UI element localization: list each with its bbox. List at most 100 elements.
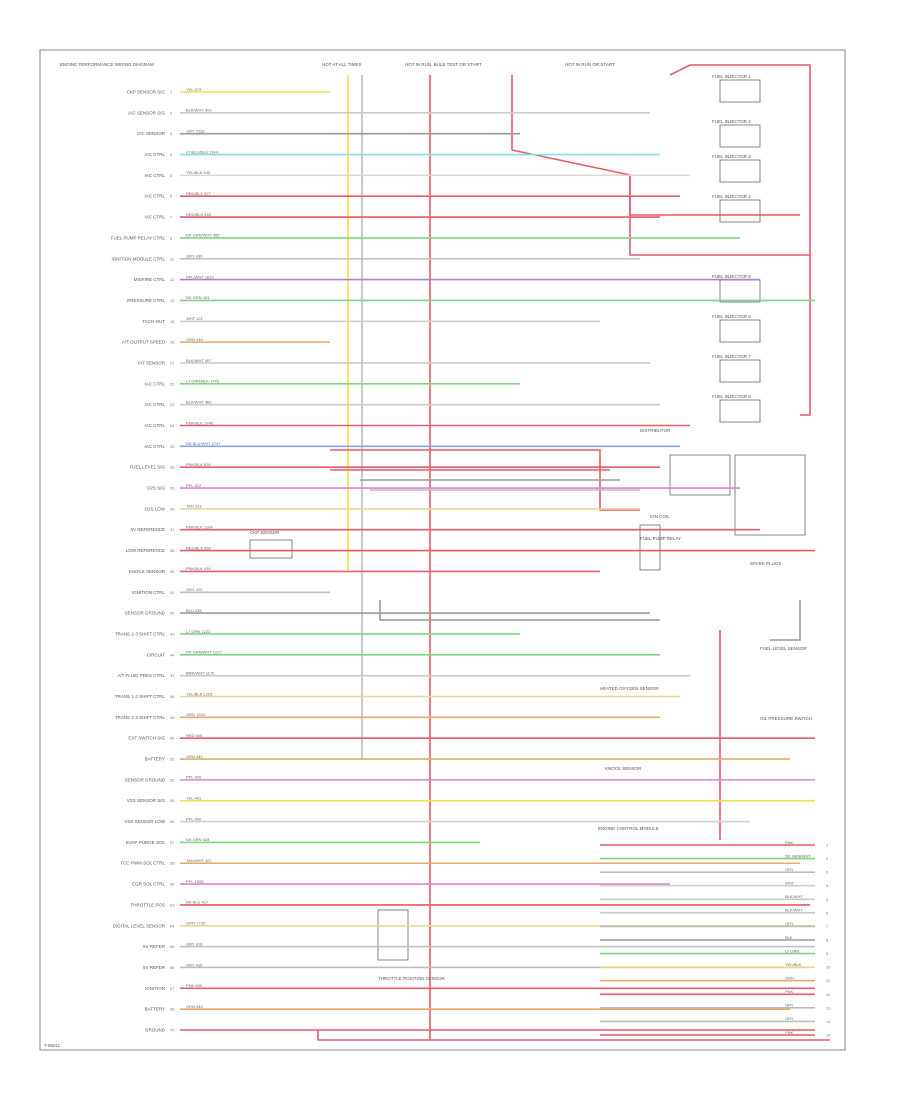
ecm-pin-number: 47: [170, 673, 175, 678]
ecm-wire-tag: DK GRN 424: [186, 295, 210, 300]
ecm-pin-label: TRANS 2-3 SHIFT CTRL: [115, 715, 166, 720]
terminal-wire-tag: ORN: [785, 976, 794, 981]
ecm-wire-tag: LT BLU/BLU 1144: [186, 149, 219, 154]
ecm-pin-label: IGNITION: [145, 986, 165, 991]
ecm-wire-tag: PNK/BLK 439: [186, 566, 211, 571]
terminal-wire-tag: GRY: [785, 1003, 794, 1008]
ecm-pin-number: 68: [170, 1007, 175, 1012]
ecm-wire-tag: BLK/WHT 407: [186, 358, 212, 363]
terminal-number: 2: [826, 856, 829, 861]
ecm-wire-tag: GRY 416: [186, 962, 203, 967]
ecm-pin-label: VSS SENSOR SIG: [127, 798, 166, 803]
injector-label: FUEL INJECTOR 5: [712, 274, 751, 279]
ecm-pin-label: MISFIRE CTRL: [134, 277, 166, 282]
ecm-wire-tag: GRY 420: [186, 587, 203, 592]
ecm-pin-label: CKP SENSOR SIG: [127, 90, 166, 95]
ecm-pin-label: O2S SIG: [147, 486, 166, 491]
ecm-pin-number: 5: [170, 173, 173, 178]
ecm-pin-number: 65: [170, 944, 175, 949]
ecm-pin-label: IAC CTRL: [144, 194, 165, 199]
injector-label: FUEL INJECTOR 3: [712, 154, 751, 159]
spark-plugs-box: [734, 454, 806, 536]
ecm-pin-number: 15: [170, 319, 175, 324]
distributor-box: [669, 454, 731, 496]
right-drop-gray: [770, 600, 801, 641]
ecm-pin-row: A/T FLUID PRES CTRL 47 BRN/WHT 1170: [117, 670, 690, 678]
ign-coil-label: IGN COIL: [650, 514, 670, 519]
ecm-pin-number: 70: [170, 1028, 175, 1033]
ecm-pin-number: 4: [170, 152, 173, 157]
ecm-wire-tag: PPL 400: [186, 816, 202, 821]
ecm-pin-label: DIGITAL LEVEL SENSOR: [113, 923, 166, 928]
ecm-pin-label: 5V REFERENCE: [130, 527, 165, 532]
ecm-pin-number: 25: [170, 444, 175, 449]
ecm-wire-tag: DK GRN/WHT 465: [186, 233, 220, 238]
ecm-wire-tag: YEL/BLK 443: [186, 170, 211, 175]
terminal-wire-tag: GRY: [785, 921, 794, 926]
ecm-pin-number: 3: [170, 131, 173, 136]
ecm-pin-number: 39: [170, 569, 175, 574]
ecm-pin-number: 2: [170, 110, 173, 115]
ecm-pin-label: IAC CTRL: [144, 444, 165, 449]
ecm-wire-tag: ORN 440: [186, 1004, 203, 1009]
terminal-number: 11: [826, 978, 831, 983]
ecm-wire-tag: DK BLU/WHT 1747: [186, 441, 221, 446]
terminal-wire-tag: PNK: [785, 1030, 794, 1035]
ecm-pin-label: FUEL LEVEL SIG: [130, 465, 166, 470]
fuel-pump-label: FUEL PUMP RELAY: [640, 536, 681, 541]
terminal-row: WHT 4: [600, 881, 829, 888]
ecm-wire-tag: PNK/BLK 1164: [186, 525, 213, 530]
ecm-pin-label: IAT SENSOR: [138, 360, 166, 365]
ecm-pin-number: 38: [170, 548, 175, 553]
ecm-pin-label: BATTERY: [145, 757, 165, 762]
terminal-wire-tag: WHT: [785, 881, 795, 886]
ecm-pin-label: THROTTLE POS: [130, 902, 165, 907]
ecm-pin-label: IGNITION CTRL: [132, 590, 165, 595]
injector-label: FUEL INJECTOR 7: [712, 354, 751, 359]
terminal-number: 4: [826, 883, 829, 888]
terminal-number: 6: [826, 910, 829, 915]
ecm-pin-label: IAC CTRL: [144, 402, 165, 407]
ecm-wire-tag: BRN/WHT 1170: [186, 670, 215, 675]
ecm-wire-tag: DK GRN/WHT 1227: [186, 650, 222, 655]
ecm-wire-tag: DK GRN 428: [186, 837, 210, 842]
ecm-wire-tag: GRY 416: [186, 941, 203, 946]
terminal-number: 14: [826, 1019, 831, 1024]
ecm-pin-number: 48: [170, 694, 175, 699]
ecm-pin-label: SENSOR GROUND: [125, 777, 166, 782]
ecm-pin-label: EGR SOL CTRL: [132, 882, 165, 887]
oil-pressure-label: OIL PRESSURE SWITCH: [760, 716, 812, 721]
ecm-pin-label: A/T FLUID PRES CTRL: [117, 673, 165, 678]
ecm-pin-number: 16: [170, 340, 175, 345]
ecm-wire-tag: TAN/WHT 422: [186, 858, 212, 863]
ecm-pin-number: 8: [170, 235, 173, 240]
ecm-pin-label: SENSOR GROUND: [125, 611, 166, 616]
ecm-pin-number: 57: [170, 840, 175, 845]
injector-bus-pink-bottom: [800, 255, 811, 416]
ecm-pin-number: 33: [170, 486, 175, 491]
ecm-pin-label: IAC CTRL: [144, 423, 165, 428]
ecm-pin-number: 50: [170, 736, 175, 741]
